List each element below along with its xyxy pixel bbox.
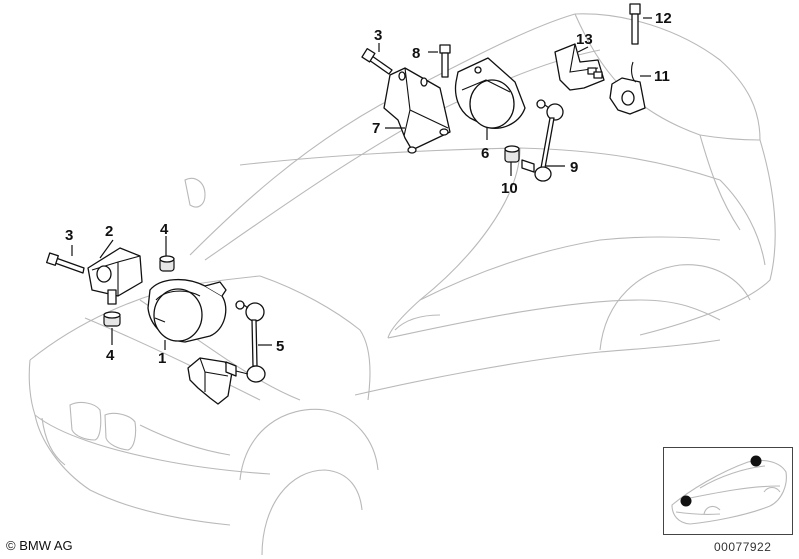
callout-2: 2 [105, 223, 113, 240]
bracket-upper [554, 43, 605, 91]
leader-lines [71, 17, 652, 350]
diagram-number: 00077922 [714, 540, 772, 554]
level-sensor-front [147, 279, 227, 343]
inset-marker-front [680, 495, 692, 507]
nut-front-lower [103, 311, 121, 327]
callouts: 1 2 3 3 4 4 5 6 7 8 9 10 11 12 13 [65, 10, 672, 367]
link-rod-rear [521, 99, 564, 182]
callout-3-rear: 3 [374, 27, 382, 44]
bracket-clamp [609, 61, 646, 115]
callout-4-lower: 4 [106, 347, 115, 364]
bracket-front [87, 247, 143, 297]
callout-3-front: 3 [65, 227, 73, 244]
callout-6: 6 [481, 145, 489, 162]
sensor-bracket-front [187, 357, 233, 405]
callout-12: 12 [655, 10, 672, 27]
callout-1: 1 [158, 350, 166, 367]
callout-4-upper: 4 [160, 221, 169, 238]
bolt-front [46, 252, 85, 274]
level-sensor-rear [454, 57, 526, 129]
inset-frame [663, 447, 793, 535]
nut-front-upper [159, 255, 175, 272]
callout-5: 5 [276, 338, 284, 355]
inset-car-thumbnail [671, 455, 787, 525]
stud-front [107, 289, 117, 305]
callout-8: 8 [412, 45, 420, 62]
inset-marker-rear [750, 455, 762, 467]
callout-7: 7 [372, 120, 380, 137]
callout-10: 10 [501, 180, 518, 197]
link-rod-front [225, 300, 266, 383]
callout-9: 9 [570, 159, 578, 176]
nut-rear [504, 145, 520, 163]
copyright-label: © BMW AG [6, 538, 73, 553]
bolt-rear-top [439, 44, 451, 78]
bolt-rear [361, 47, 393, 75]
callout-11: 11 [654, 68, 670, 85]
bracket-rear [383, 67, 451, 154]
bolt-clamp [629, 3, 641, 45]
callout-13: 13 [576, 31, 593, 48]
